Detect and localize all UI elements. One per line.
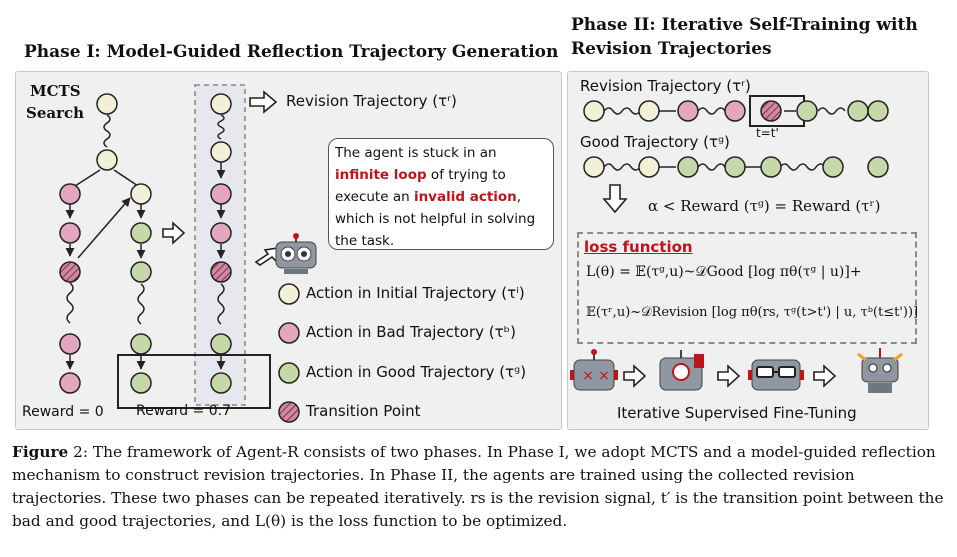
loss-line-2: 𝔼(τʳ,u)~𝒟Revision [log πθ(rs, τᵍ(t>t') |… xyxy=(586,305,919,320)
reflection-highlight-invalid: invalid action xyxy=(413,189,517,205)
reflection-text-2: of trying to xyxy=(426,167,506,183)
reflection-text-5: which is not helpful in solving xyxy=(335,211,536,227)
reward-good-label: Reward = 0.7 xyxy=(136,403,232,419)
p2-good-label: Good Trajectory (τᵍ) xyxy=(580,133,730,151)
svg-text:×: × xyxy=(582,368,594,384)
reflection-text-6: the task. xyxy=(335,233,395,249)
figure-caption: Figure 2: The framework of Agent-R consi… xyxy=(12,441,947,533)
transition-tag: t=t' xyxy=(756,126,779,140)
condition-formula: α < Reward (τᵍ) = Reward (τʳ) xyxy=(648,197,881,215)
sft-label: Iterative Supervised Fine-Tuning xyxy=(617,404,857,422)
phase1-title: Phase I: Model-Guided Reflection Traject… xyxy=(24,42,559,62)
reward-bad-label: Reward = 0 xyxy=(22,404,104,420)
mcts-label: MCTS xyxy=(30,82,81,100)
revision-trajectory-label: Revision Trajectory (τʳ) xyxy=(286,92,457,110)
legend-initial: Action in Initial Trajectory (τⁱ) xyxy=(306,284,525,302)
svg-text:×: × xyxy=(598,368,610,384)
loss-line-1: L(θ) = 𝔼(τᵍ,u)~𝒟Good [log πθ(τᵍ | u)]+ xyxy=(586,264,862,280)
search-label: Search xyxy=(26,104,85,122)
caption-figure-label: Figure xyxy=(12,443,69,461)
loss-title: loss function xyxy=(584,238,693,256)
reflection-highlight-loop: infinite loop xyxy=(335,167,427,183)
caption-figure-number: 2 xyxy=(73,443,83,461)
legend-bad: Action in Bad Trajectory (τᵇ) xyxy=(306,323,516,341)
reflection-text-4: , xyxy=(516,189,522,205)
reflection-text-1: The agent is stuck in an xyxy=(335,145,497,161)
legend-good: Action in Good Trajectory (τᵍ) xyxy=(306,363,527,381)
robot-icon-reflect xyxy=(275,233,317,274)
reflection-text-3: execute an xyxy=(335,189,414,205)
reflection-bubble: The agent is stuck in an infinite loop o… xyxy=(328,138,554,250)
caption-text: : The framework of Agent-R consists of t… xyxy=(12,443,944,530)
phase2-title-line2: Revision Trajectories xyxy=(571,39,772,59)
legend-transition: Transition Point xyxy=(306,402,421,420)
loss-function-box xyxy=(577,232,917,344)
p2-revision-label: Revision Trajectory (τʳ) xyxy=(580,77,751,95)
phase2-title-line1: Phase II: Iterative Self-Training with xyxy=(571,15,918,35)
